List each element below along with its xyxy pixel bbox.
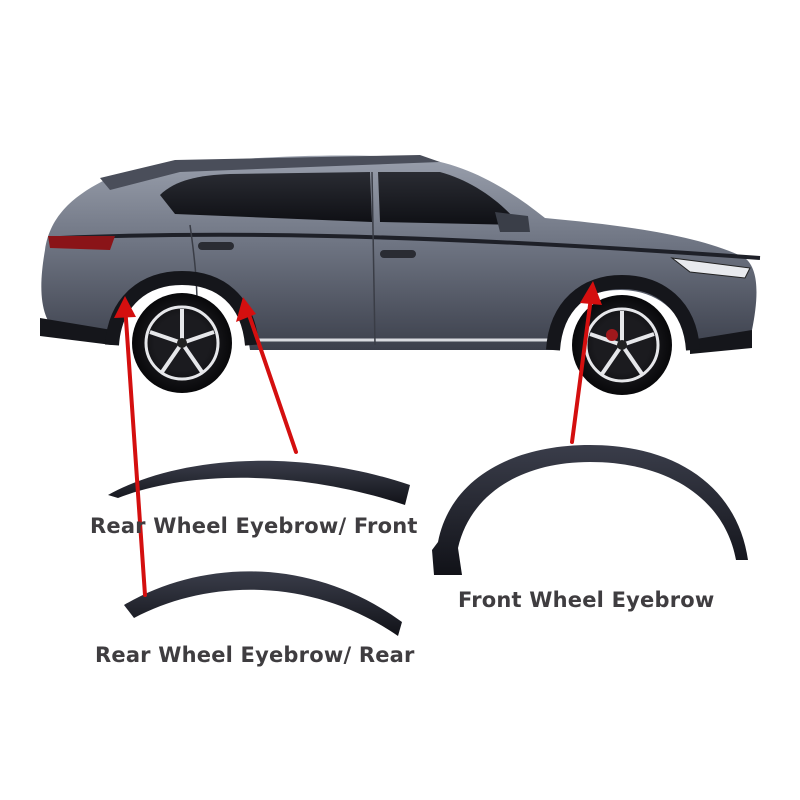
label-front-wheel-eyebrow: Front Wheel Eyebrow (458, 588, 715, 612)
arrow-rear-front (244, 304, 298, 454)
rear-wheel (132, 293, 232, 393)
front-wheel-arch (546, 274, 700, 351)
arrow-rear-rear (123, 303, 147, 597)
label-rear-wheel-eyebrow-rear: Rear Wheel Eyebrow/ Rear (95, 643, 415, 667)
pointer-arrows (123, 288, 594, 597)
rear-wheel-eyebrow-front-part (108, 460, 410, 505)
front-wheel-eyebrow-part (432, 445, 748, 575)
label-rear-wheel-eyebrow-front: Rear Wheel Eyebrow/ Front (90, 514, 418, 538)
rear-wheel-eyebrow-rear-part (124, 571, 402, 636)
arrowheads (114, 281, 602, 322)
arrow-front (570, 288, 594, 444)
front-wheel (572, 295, 672, 395)
